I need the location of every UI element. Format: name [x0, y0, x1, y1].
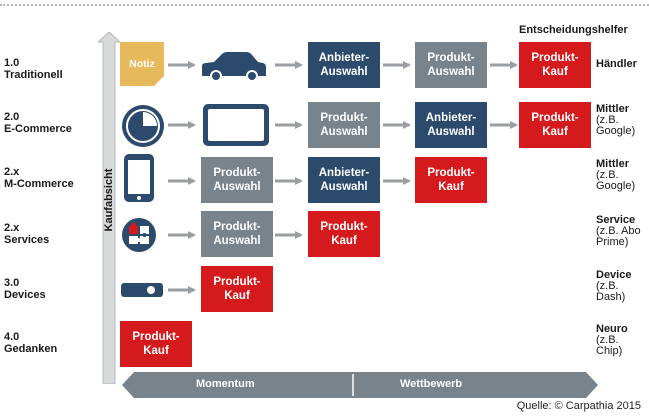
- side-label-neuro: Neuro(z.B. Chip): [596, 323, 628, 357]
- row-label-e-commerce: 2.0 E-Commerce: [4, 111, 72, 135]
- row-label-devices: 3.0 Devices: [4, 277, 46, 301]
- car-icon: [202, 52, 266, 82]
- side-label-device: Device(z.B. Dash): [596, 269, 632, 303]
- flow-arrow: [383, 121, 411, 129]
- flow-arrow: [168, 286, 196, 294]
- source-credit: Quelle: © Carpathia 2015: [516, 400, 641, 412]
- kaufabsicht-label: Kaufabsicht: [103, 168, 115, 232]
- clock-icon: [122, 105, 164, 147]
- flow-arrow: [168, 231, 196, 239]
- produkt-auswahl-box: Produkt- Auswahl: [415, 42, 487, 88]
- row-label-gedanken: 4.0 Gedanken: [4, 331, 58, 355]
- produkt-auswahl-box: Produkt- Auswahl: [201, 211, 273, 257]
- anbieter-auswahl-box: Anbieter- Auswahl: [308, 42, 380, 88]
- anbieter-auswahl-box: Anbieter- Auswahl: [415, 102, 487, 148]
- top-dotted-rule: [0, 4, 649, 6]
- produkt-kauf-box: Produkt- Kauf: [201, 266, 273, 312]
- side-label-mittler: Mittler(z.B. Google): [596, 158, 636, 192]
- flow-arrow: [275, 121, 303, 129]
- row-label-services: 2.x Services: [4, 222, 50, 246]
- flow-arrow: [383, 177, 411, 185]
- notiz-label: Notiz: [129, 58, 155, 70]
- column-header: Entscheidungshelfer: [519, 24, 628, 36]
- tablet-icon: [203, 104, 269, 146]
- anbieter-auswahl-box: Anbieter- Auswahl: [308, 157, 380, 203]
- side-label-service: Service(z.B. Abo Prime): [596, 214, 641, 248]
- row-label-m-commerce: 2.x M-Commerce: [4, 166, 74, 190]
- notepad-icon: [120, 42, 164, 86]
- wettbewerb-label: Wettbewerb: [400, 378, 463, 390]
- side-label-mittler: Mittler(z.B. Google): [596, 103, 636, 137]
- flow-arrow: [275, 61, 303, 69]
- flow-arrow: [383, 61, 411, 69]
- flow-arrow: [275, 177, 303, 185]
- produkt-kauf-box: Produkt- Kauf: [120, 321, 192, 367]
- produkt-auswahl-box: Produkt- Auswahl: [201, 157, 273, 203]
- momentum-wettbewerb-bar: [122, 372, 598, 398]
- flow-arrow: [275, 231, 303, 239]
- row-label-traditionell: 1.0 Traditionell: [4, 57, 63, 81]
- produkt-kauf-box: Produkt- Kauf: [415, 157, 487, 203]
- produkt-auswahl-box: Produkt- Auswahl: [308, 102, 380, 148]
- smartphone-icon: [124, 154, 154, 202]
- puzzle-icon: [122, 218, 156, 252]
- produkt-kauf-box: Produkt- Kauf: [519, 42, 591, 88]
- dash-button-icon: [121, 283, 163, 297]
- flow-arrow: [490, 121, 518, 129]
- flow-arrow: [168, 121, 196, 129]
- flow-arrow: [490, 61, 518, 69]
- kaufabsicht-arrow: [98, 32, 120, 384]
- side-label-haendler: Händler: [596, 58, 637, 70]
- flow-arrow: [168, 177, 196, 185]
- momentum-label: Momentum: [196, 378, 255, 390]
- flow-arrow: [168, 61, 196, 69]
- produkt-kauf-box: Produkt- Kauf: [519, 102, 591, 148]
- produkt-kauf-box: Produkt- Kauf: [308, 211, 380, 257]
